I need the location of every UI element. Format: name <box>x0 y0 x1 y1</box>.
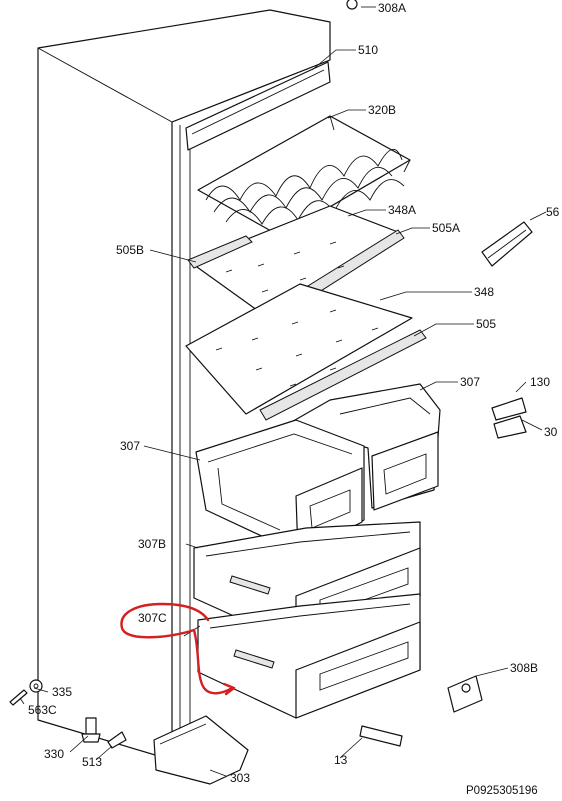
wine-rack-320b <box>197 115 411 237</box>
pin-563c <box>9 689 28 706</box>
fridge-cabinet <box>37 9 331 761</box>
bracket-13 <box>359 725 403 747</box>
label-330: 330 <box>44 747 64 761</box>
crisper-drawer-left <box>195 419 365 555</box>
plinth-303 <box>153 715 249 785</box>
foot-330 <box>81 717 101 743</box>
label-505a: 505A <box>432 221 460 235</box>
hinge-part-56 <box>481 221 533 267</box>
label-505b: 505B <box>116 243 144 257</box>
label-308b: 308B <box>510 661 538 675</box>
label-348: 348 <box>474 285 494 299</box>
freezer-drawer-307c <box>197 593 421 719</box>
label-307b: 307B <box>138 537 166 551</box>
label-320b: 320B <box>368 103 396 117</box>
label-348a: 348A <box>388 203 416 217</box>
drawing-number: P0925305196 <box>466 785 538 797</box>
top-screw-308a <box>346 0 358 10</box>
label-307-right: 307 <box>460 375 480 389</box>
label-505: 505 <box>476 317 496 331</box>
label-307c: 307C <box>138 611 167 625</box>
label-563c: 563C <box>28 703 57 717</box>
red-annotation-mark <box>120 602 234 695</box>
label-510: 510 <box>358 43 378 57</box>
label-513: 513 <box>82 755 102 769</box>
label-130: 130 <box>530 375 550 389</box>
label-13: 13 <box>334 753 348 767</box>
hinge-part-308b <box>447 675 483 713</box>
screw-335 <box>29 679 43 693</box>
label-56: 56 <box>546 205 560 219</box>
hinge-part-130 <box>491 397 527 439</box>
label-335: 335 <box>52 685 72 699</box>
leader-lines <box>19 6 547 777</box>
part-labels: 308A 510 320B 348A 505A 505B 56 348 505 … <box>28 1 560 797</box>
label-307-left: 307 <box>120 439 140 453</box>
label-308a: 308A <box>378 1 406 15</box>
clip-513 <box>107 731 127 749</box>
red-arrow-head <box>222 682 236 696</box>
label-303: 303 <box>230 771 250 785</box>
glass-shelf-348 <box>185 283 427 421</box>
label-30-right: 30 <box>544 425 558 439</box>
